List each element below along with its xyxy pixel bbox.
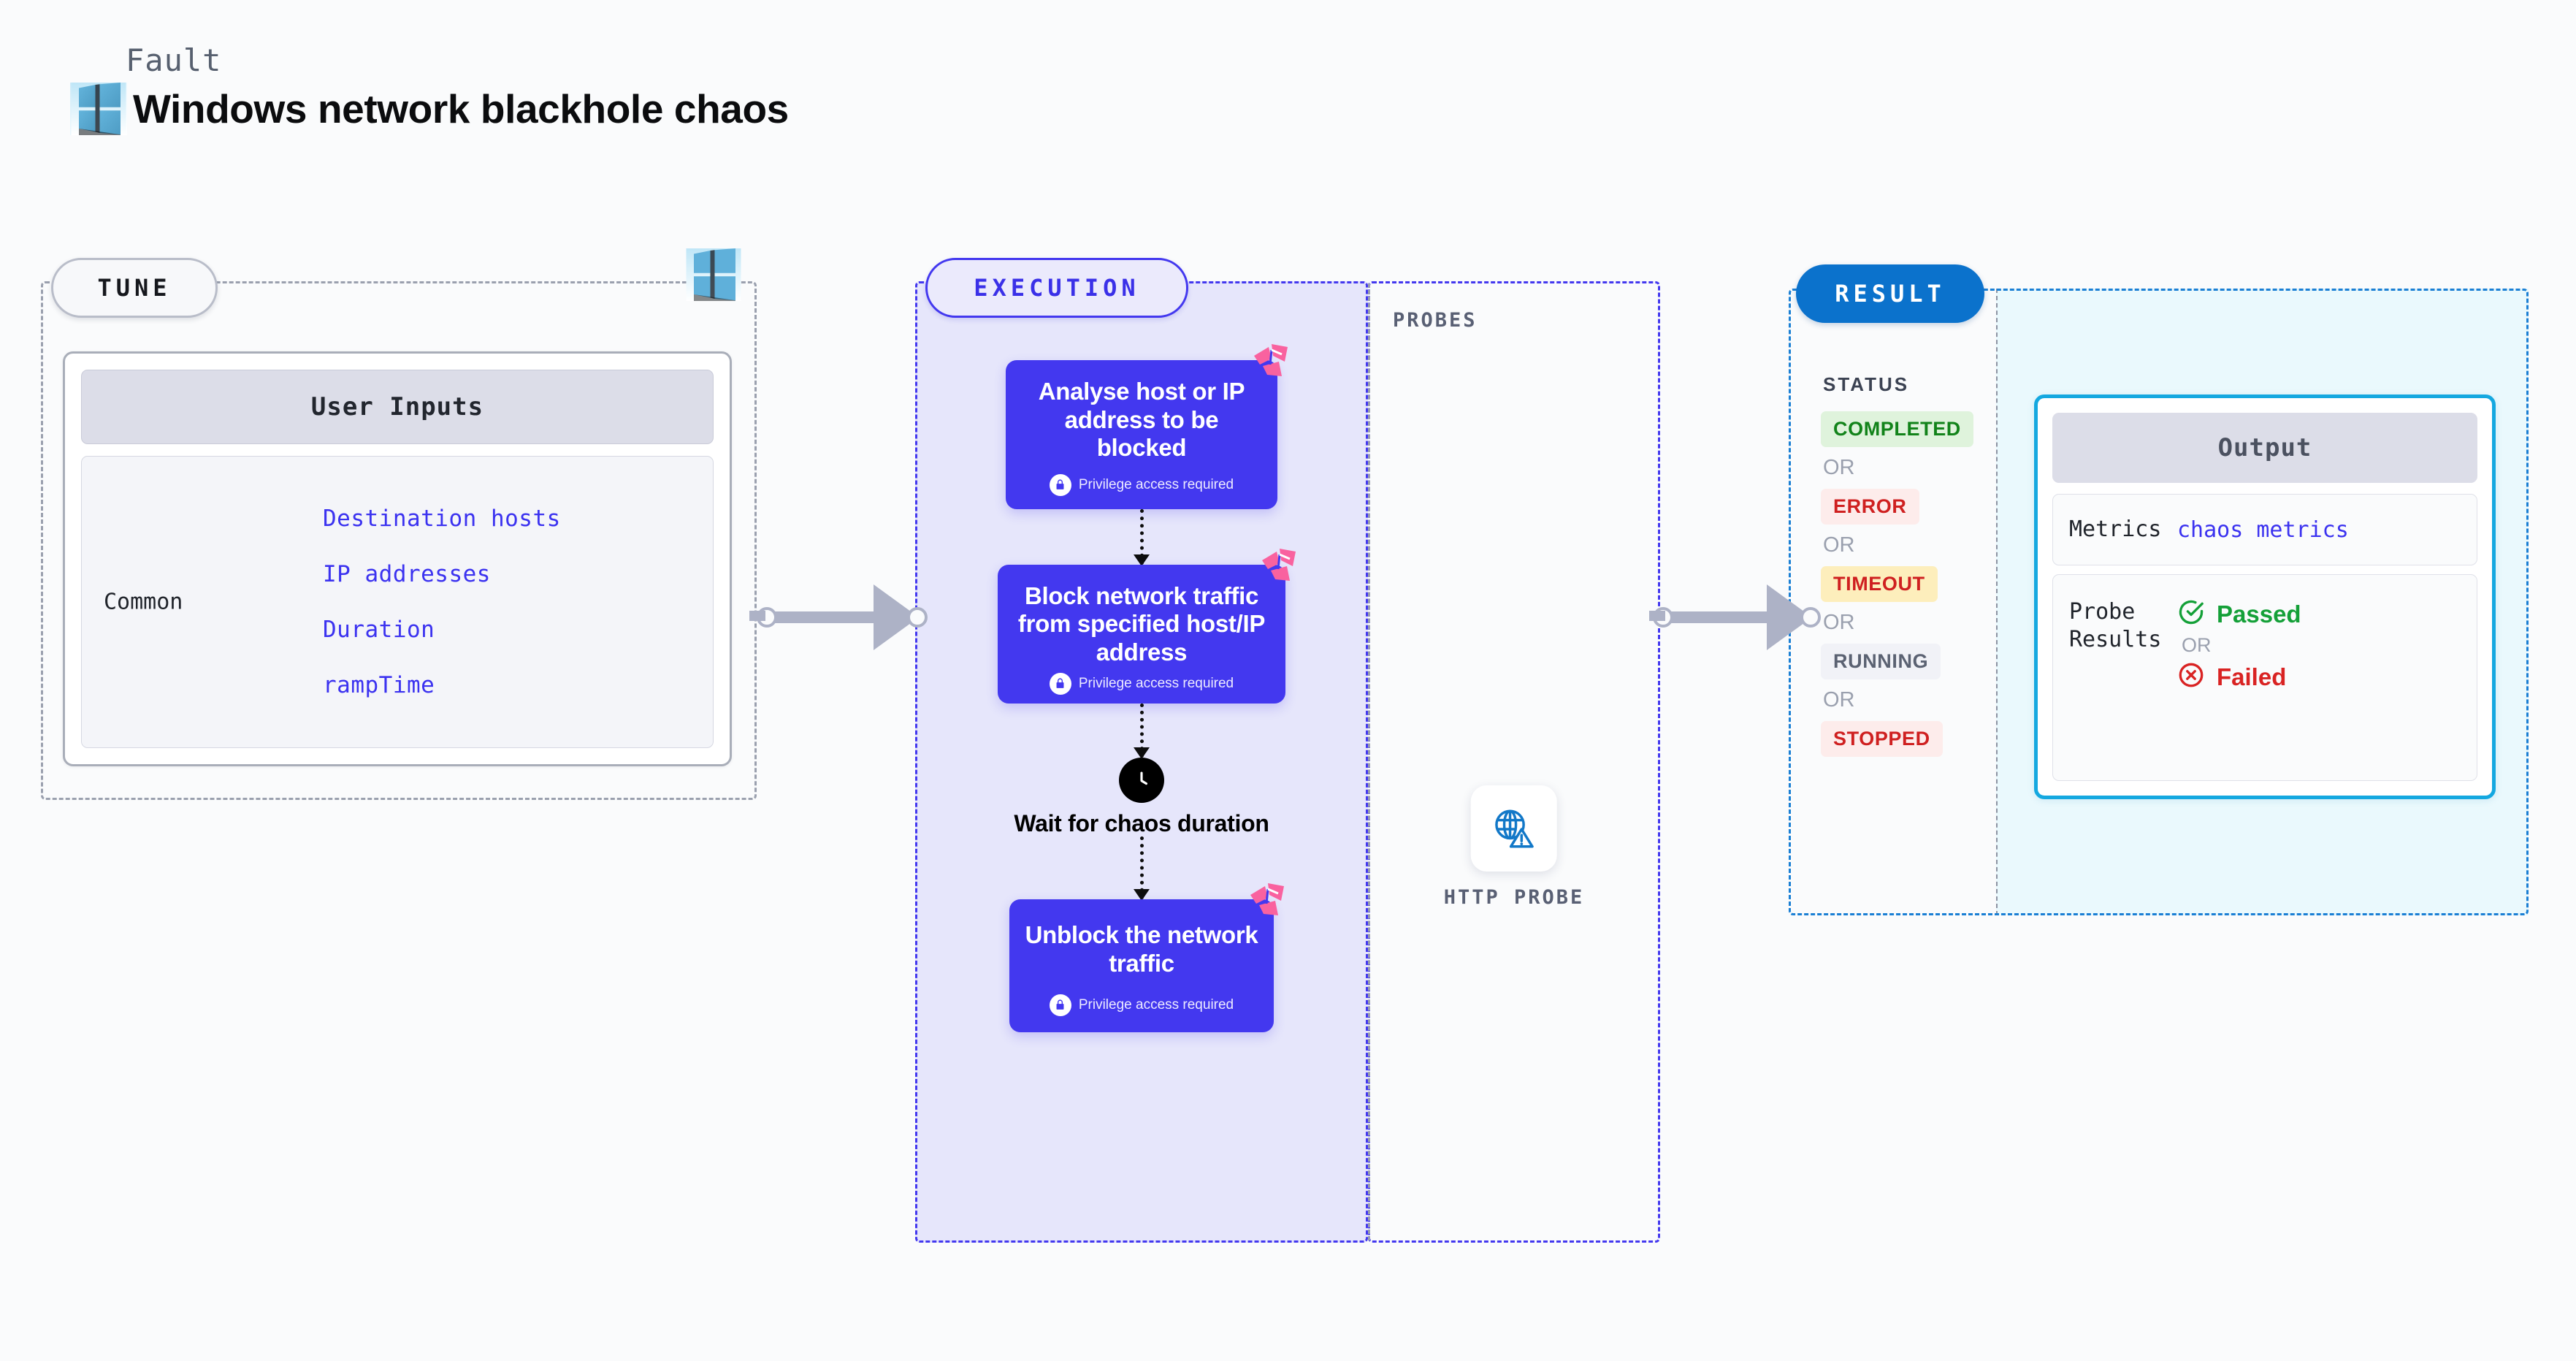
- privilege-note: Privilege access required: [1020, 473, 1263, 496]
- execution-section: EXECUTION Analyse host or IP address to …: [915, 258, 1368, 1243]
- execution-node-block[interactable]: Block network traffic from specified hos…: [998, 548, 1296, 704]
- execution-flow: Analyse host or IP address to be blocked…: [915, 344, 1368, 1032]
- status-badge: RUNNING: [1821, 644, 1941, 679]
- param-ip-addresses[interactable]: IP addresses: [323, 561, 491, 587]
- privilege-note-label: Privilege access required: [1078, 996, 1234, 1013]
- failed-label: Failed: [2217, 663, 2287, 690]
- output-metrics-row: Metrics chaos metrics: [2052, 494, 2477, 565]
- probe-result-passed: Passed: [2177, 598, 2301, 630]
- or-separator: OR: [1823, 611, 1855, 634]
- windows-logo-icon: [70, 83, 127, 135]
- privilege-note: Privilege access required: [1024, 994, 1259, 1016]
- execution-node-title: Block network traffic from specified hos…: [1017, 582, 1266, 666]
- connector-stub-tune-right: [749, 611, 765, 621]
- output-probe-results-row: Probe Results Passed OR: [2052, 574, 2477, 781]
- tune-windows-badge-icon: [685, 248, 742, 301]
- probe-http[interactable]: HTTP PROBE: [1444, 785, 1585, 909]
- param-destination-hosts[interactable]: Destination hosts: [323, 506, 561, 532]
- clock-icon: [1119, 757, 1164, 803]
- tune-pill-label: TUNE: [51, 258, 218, 318]
- passed-label: Passed: [2217, 600, 2301, 628]
- tune-border: [41, 281, 757, 800]
- or-separator: OR: [1823, 456, 1855, 479]
- privilege-note-label: Privilege access required: [1078, 675, 1234, 691]
- litmus-chaos-icon: [1250, 343, 1291, 379]
- result-section: RESULT STATUS COMPLETED OR ERROR OR TIME…: [1789, 264, 2529, 915]
- probes-border: [1368, 281, 1660, 1243]
- output-title: Output: [2052, 413, 2477, 483]
- output-card: Output Metrics chaos metrics Probe Resul…: [2034, 394, 2496, 799]
- lock-icon: [1049, 994, 1071, 1016]
- flow-connector-1: [1134, 508, 1150, 566]
- lock-icon: [1049, 473, 1071, 496]
- flow-connector-2: [1134, 703, 1150, 759]
- user-inputs-title: User Inputs: [81, 370, 714, 444]
- probe-results-key: Probe Results: [2069, 599, 2162, 652]
- status-badge: STOPPED: [1821, 721, 1943, 757]
- execution-node-title: Unblock the network traffic: [1025, 921, 1258, 977]
- check-circle-icon: [2177, 598, 2205, 630]
- param-ramptime[interactable]: rampTime: [323, 672, 435, 698]
- execution-pill-label: EXECUTION: [925, 258, 1188, 318]
- or-separator: OR: [1823, 533, 1855, 557]
- litmus-chaos-icon: [1258, 547, 1299, 584]
- param-duration[interactable]: Duration: [323, 617, 435, 643]
- status-badge: TIMEOUT: [1821, 566, 1938, 602]
- tune-section: TUNE User Inputs Common Destination host…: [41, 258, 757, 800]
- litmus-chaos-icon: [1246, 882, 1287, 918]
- connector-tune-to-execution: [757, 584, 928, 650]
- x-circle-icon: [2177, 661, 2205, 693]
- page-eyebrow: Fault: [126, 42, 222, 78]
- probe-results-values: Passed OR Failed: [2177, 598, 2301, 693]
- status-badge: ERROR: [1821, 489, 1919, 525]
- page-title: Windows network blackhole chaos: [133, 86, 789, 131]
- metrics-value[interactable]: chaos metrics: [2177, 516, 2349, 543]
- probes-section-label: PROBES: [1393, 309, 1478, 332]
- status-badge-list: COMPLETED OR ERROR OR TIMEOUT OR RUNNING…: [1821, 411, 1973, 757]
- probe-label: HTTP PROBE: [1443, 886, 1585, 909]
- lock-icon: [1049, 672, 1071, 695]
- or-separator: OR: [2182, 634, 2212, 656]
- page-header: Fault: [70, 42, 789, 135]
- globe-warning-icon: [1471, 785, 1557, 872]
- probe-result-failed: Failed: [2177, 661, 2301, 693]
- user-inputs-group-label: Common: [104, 589, 183, 615]
- execution-node-title: Analyse host or IP address to be blocked: [1038, 378, 1245, 462]
- probes-section: PROBES HTTP PROBE: [1368, 281, 1660, 1243]
- or-separator: OR: [1823, 688, 1855, 712]
- privilege-note-label: Privilege access required: [1078, 476, 1234, 492]
- flow-connector-3: [1134, 836, 1150, 901]
- execution-node-unblock[interactable]: Unblock the network traffic Privilege ac…: [1009, 883, 1284, 1032]
- status-heading: STATUS: [1823, 373, 1910, 395]
- wait-step: Wait for chaos duration: [915, 757, 1368, 837]
- result-status-column: [1789, 289, 1996, 915]
- status-badge: COMPLETED: [1821, 411, 1973, 447]
- connector-stub-probes-right: [1649, 611, 1665, 621]
- result-pill-label: RESULT: [1796, 264, 1984, 323]
- wait-step-label: Wait for chaos duration: [1014, 809, 1269, 836]
- user-inputs-param-list: Destination hosts IP addresses Duration …: [323, 506, 561, 698]
- user-inputs-body: Common Destination hosts IP addresses Du…: [81, 456, 714, 748]
- user-inputs-card: User Inputs Common Destination hosts IP …: [63, 351, 732, 766]
- privilege-note: Privilege access required: [1012, 672, 1271, 695]
- execution-node-analyse[interactable]: Analyse host or IP address to be blocked…: [1006, 344, 1288, 509]
- connector-probes-to-result: [1653, 584, 1821, 650]
- metrics-key: Metrics: [2069, 516, 2162, 543]
